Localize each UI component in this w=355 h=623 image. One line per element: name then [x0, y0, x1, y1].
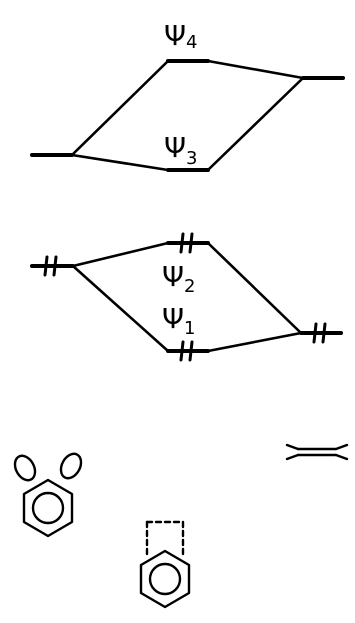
tie-left-to-psi4	[70, 59, 170, 157]
orbital-lobe-left	[13, 454, 37, 482]
bond-ul	[285, 443, 300, 451]
tie-psi2-to-right	[206, 241, 303, 335]
orbital-lobe-right	[59, 452, 83, 480]
svg-text:4: 4	[186, 32, 197, 53]
tie-psi4-to-right	[206, 59, 305, 80]
svg-text:2: 2	[184, 276, 195, 297]
aromatic-circle-bottom	[148, 562, 182, 596]
benzene-ring-bottom	[139, 549, 191, 609]
bond-ur	[334, 443, 349, 451]
electron-pair-right	[312, 322, 327, 344]
occupied-manifold	[30, 232, 343, 362]
tie-left-to-psi1	[71, 264, 170, 353]
svg-text:Ψ: Ψ	[164, 19, 186, 52]
unoccupied-manifold	[30, 59, 345, 172]
tie-left-to-psi2	[71, 241, 170, 268]
bond-ll	[285, 453, 300, 461]
benzene-ring-left	[22, 478, 74, 538]
svg-text:1: 1	[184, 318, 195, 339]
electron-pair-left	[43, 255, 58, 277]
psi4-label: Ψ 4	[164, 19, 197, 53]
benzyne-with-orbital-lobes	[13, 452, 83, 538]
aromatic-circle-left	[31, 491, 65, 525]
alkyne-fragment	[285, 443, 349, 461]
svg-text:3: 3	[186, 148, 197, 169]
electron-pair-psi2	[179, 232, 194, 254]
tie-psi1-to-right	[206, 331, 303, 353]
psi3-label: Ψ 3	[164, 131, 197, 169]
electron-pair-psi1	[179, 340, 194, 362]
psi1-label: Ψ 1	[162, 302, 195, 339]
psi2-label: Ψ 2	[162, 260, 195, 297]
svg-text:Ψ: Ψ	[164, 131, 186, 164]
benzo-fused-dashed-ring	[139, 520, 191, 609]
bond-lr	[334, 453, 349, 461]
svg-text:Ψ: Ψ	[162, 302, 184, 335]
tie-psi3-to-right	[206, 76, 305, 172]
svg-text:Ψ: Ψ	[162, 260, 184, 293]
tie-left-to-psi3	[70, 153, 170, 172]
